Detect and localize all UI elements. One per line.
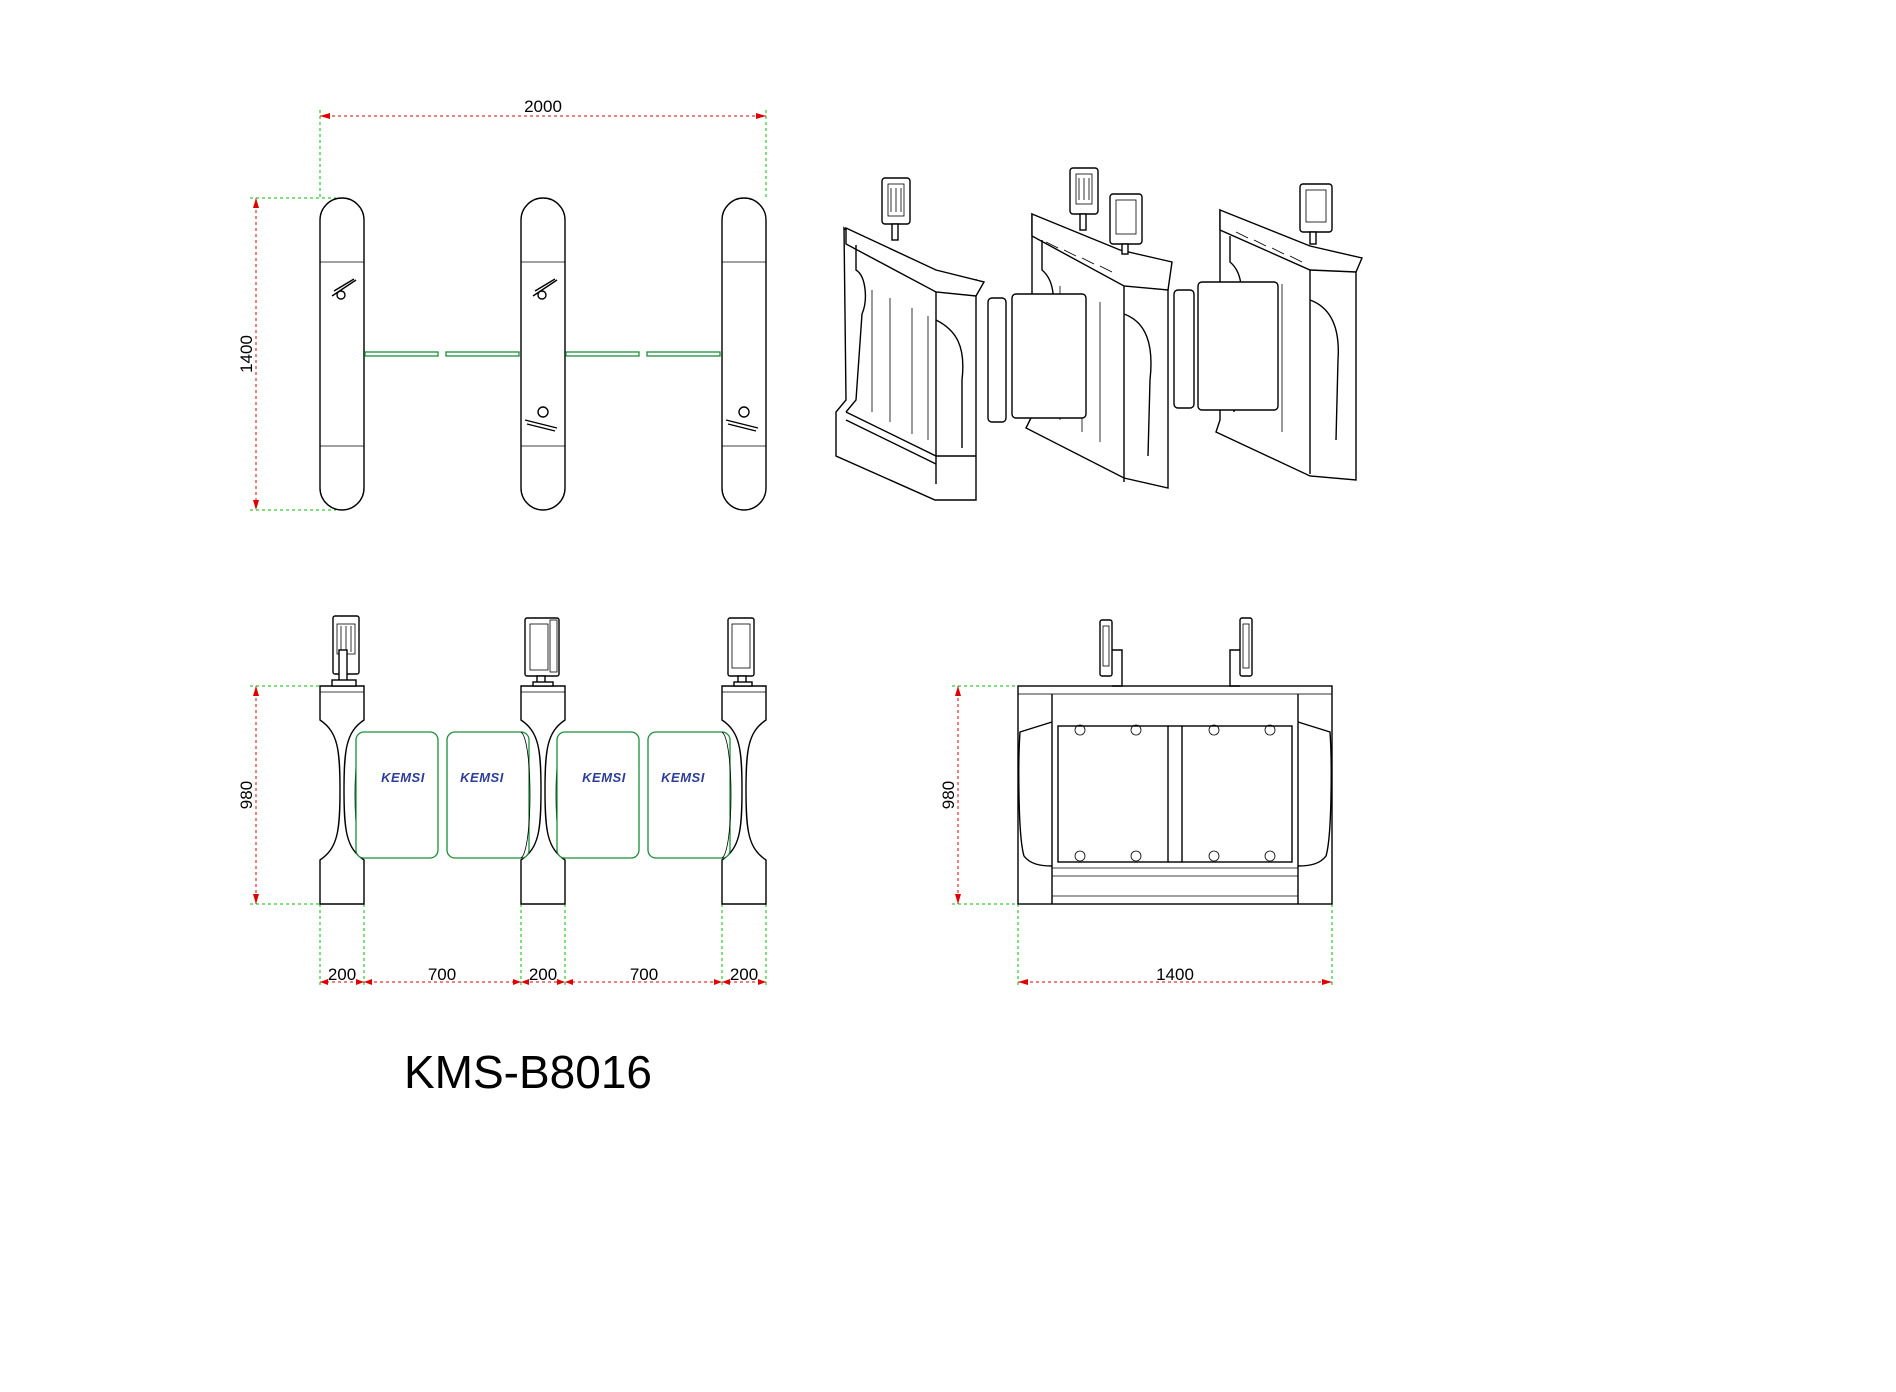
iso-wing-2 bbox=[1011, 293, 1087, 419]
iso-cabinet-middle bbox=[1025, 167, 1173, 489]
front-width-label-4: 700 bbox=[630, 965, 658, 984]
iso-wing-4 bbox=[1197, 281, 1279, 411]
top-view: 2000 1400 bbox=[237, 97, 767, 511]
front-view: 980 200 700 200 700 200 bbox=[237, 615, 767, 986]
iso-cabinet-left bbox=[835, 177, 986, 501]
front-wing-logo-1: KEMSI bbox=[381, 770, 425, 785]
side-depth-dimension: 1400 bbox=[1017, 904, 1333, 986]
front-wing-logo-2: KEMSI bbox=[460, 770, 504, 785]
front-wing-logo-4: KEMSI bbox=[661, 770, 705, 785]
front-height-label: 980 bbox=[237, 781, 256, 809]
front-wing-logo-3: KEMSI bbox=[582, 770, 626, 785]
iso-wing-1 bbox=[987, 297, 1007, 423]
front-width-dimensions: 200 700 200 700 200 bbox=[319, 904, 767, 986]
iso-cabinet-right bbox=[1215, 183, 1363, 481]
front-width-label-2: 700 bbox=[428, 965, 456, 984]
side-depth-label: 1400 bbox=[1156, 965, 1194, 984]
front-wing-2: KEMSI bbox=[446, 731, 531, 859]
front-wing-4: KEMSI bbox=[647, 731, 732, 859]
front-cabinet-left bbox=[319, 615, 365, 905]
front-width-label-5: 200 bbox=[730, 965, 758, 984]
top-width-label: 2000 bbox=[524, 97, 562, 116]
top-width-dimension: 2000 bbox=[319, 97, 767, 200]
front-cabinet-middle bbox=[520, 617, 566, 905]
side-cabinet bbox=[1017, 617, 1333, 905]
front-width-label-3: 200 bbox=[529, 965, 557, 984]
top-wings bbox=[364, 351, 721, 357]
front-width-label-1: 200 bbox=[328, 965, 356, 984]
top-cabinet-right bbox=[721, 197, 767, 511]
top-cabinet-middle bbox=[520, 197, 566, 511]
side-height-label: 980 bbox=[939, 781, 958, 809]
front-wing-1: KEMSI bbox=[354, 731, 439, 859]
technical-drawing: 2000 1400 bbox=[237, 97, 1363, 1098]
isometric-view bbox=[835, 167, 1363, 501]
iso-wing-3 bbox=[1173, 289, 1195, 409]
front-cabinet-right bbox=[721, 617, 767, 905]
top-depth-label: 1400 bbox=[237, 335, 256, 373]
front-wing-3: KEMSI bbox=[555, 731, 640, 859]
top-depth-dimension: 1400 bbox=[237, 197, 336, 511]
top-cabinet-left bbox=[319, 197, 365, 511]
model-name: KMS-B8016 bbox=[404, 1046, 652, 1098]
side-view: 980 1400 bbox=[939, 617, 1333, 986]
